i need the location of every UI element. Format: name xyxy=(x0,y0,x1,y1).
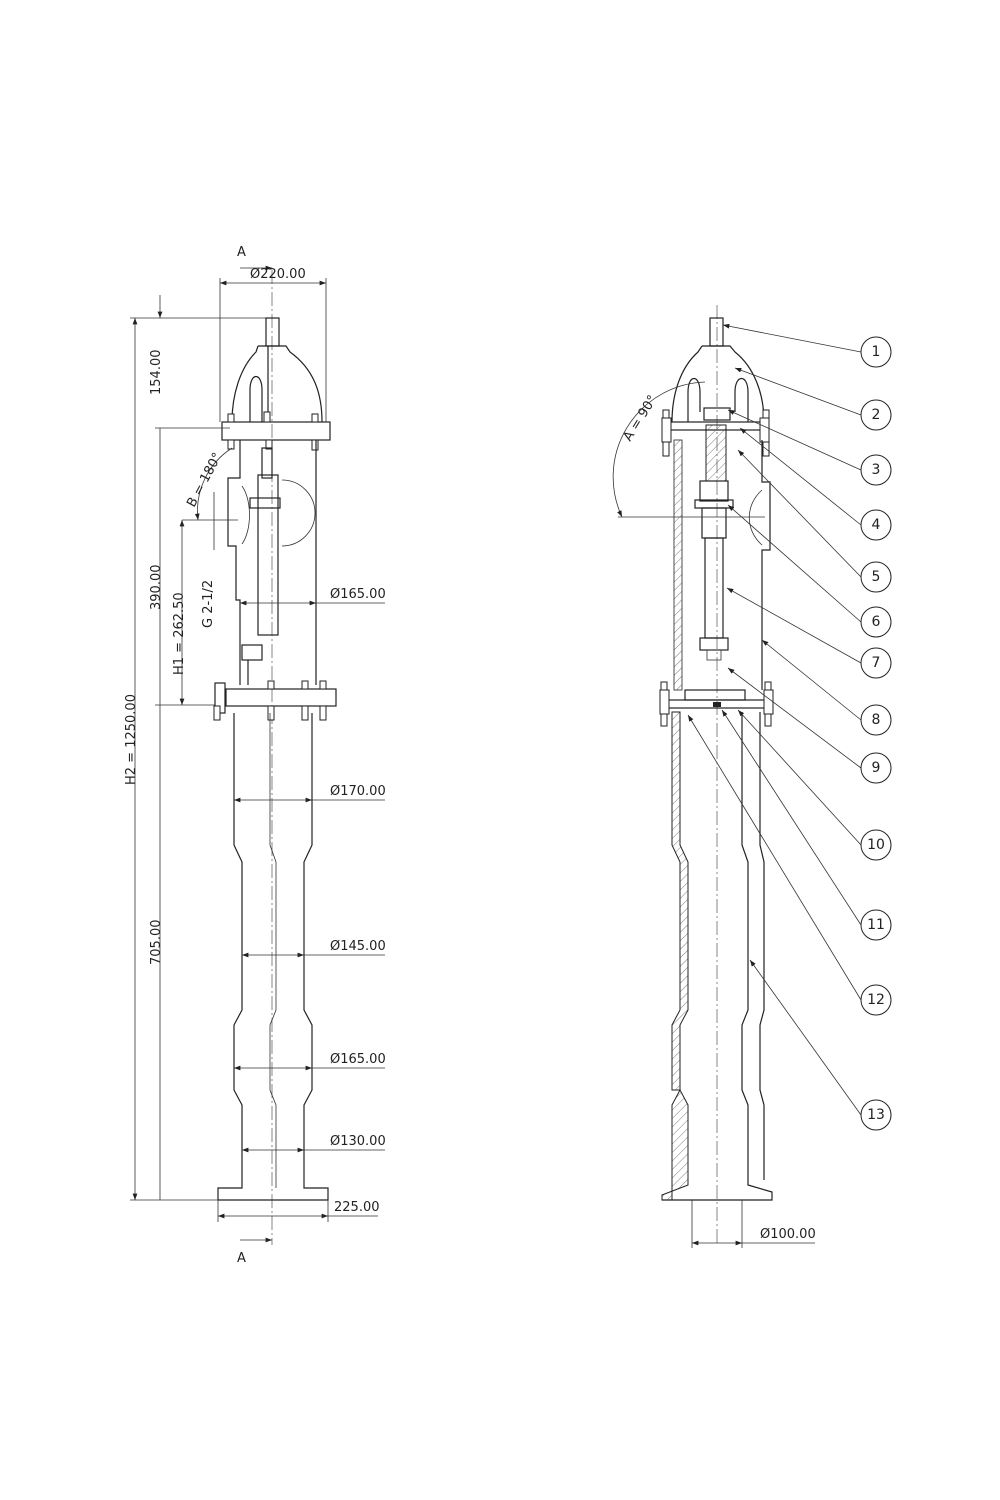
top-diameter-label: Ø220.00 xyxy=(250,267,306,282)
balloon-11 xyxy=(860,909,892,941)
base-width-label: 225.00 xyxy=(334,1200,380,1215)
leader-line xyxy=(726,587,862,664)
body-left-wall xyxy=(227,440,241,685)
spring xyxy=(705,424,727,482)
balloon-number: 8 xyxy=(872,712,881,728)
valve-stem xyxy=(257,474,279,636)
leader-line xyxy=(727,409,862,471)
middle-bolts xyxy=(213,680,327,721)
balloon-10 xyxy=(860,829,892,861)
stem xyxy=(709,317,724,347)
balloon-6 xyxy=(860,606,892,638)
section-marker-top: A xyxy=(237,245,246,260)
mid-pipe-diameter-label: Ø145.00 xyxy=(330,939,386,954)
top-bolts xyxy=(227,411,319,451)
middle-flange xyxy=(225,688,337,707)
balloon-number: 7 xyxy=(872,655,881,671)
balloon-number: 2 xyxy=(872,407,881,423)
balloon-number: 11 xyxy=(867,917,885,933)
body-wall-section xyxy=(673,439,683,691)
balloon-4 xyxy=(860,509,892,541)
upper-pipe-diameter-label: Ø170.00 xyxy=(330,784,386,799)
bonnet xyxy=(231,345,323,423)
spring xyxy=(261,447,273,479)
leader-line xyxy=(737,709,862,846)
leader-line xyxy=(721,709,862,926)
balloon-number: 13 xyxy=(867,1107,885,1123)
balloon-number: 5 xyxy=(872,569,881,585)
balloon-3 xyxy=(860,454,892,486)
balloon-8 xyxy=(860,704,892,736)
leader-line xyxy=(727,667,862,769)
outlet-thread-label: G 2-1/2 xyxy=(201,580,216,628)
leader-line xyxy=(734,367,862,416)
bottom-pipe-diameter-label: Ø130.00 xyxy=(330,1134,386,1149)
balloon-13 xyxy=(860,1099,892,1131)
balloon-5 xyxy=(860,561,892,593)
balloon-number: 4 xyxy=(872,517,881,533)
section-marker-bottom: A xyxy=(237,1251,246,1266)
balloon-7 xyxy=(860,647,892,679)
balloon-number: 10 xyxy=(867,837,885,853)
balloon-number: 1 xyxy=(872,344,881,360)
leader-line xyxy=(737,449,862,578)
leader-line xyxy=(687,714,862,1001)
height-top-label: 154.00 xyxy=(149,350,164,396)
leader-line xyxy=(727,504,862,623)
middle-bolts xyxy=(659,681,774,727)
outlet-angle-label: B = 180° xyxy=(184,450,225,509)
balloon-number: 3 xyxy=(872,462,881,478)
balloon-9 xyxy=(860,752,892,784)
body-diameter-label: Ø165.00 xyxy=(330,587,386,602)
standpipe-wall-section xyxy=(661,711,689,1201)
bore-diameter-label: Ø100.00 xyxy=(760,1227,816,1242)
outlet xyxy=(281,479,316,547)
balloon-2 xyxy=(860,399,892,431)
balloon-number: 6 xyxy=(872,614,881,630)
height-bottom-label: 705.00 xyxy=(149,920,164,966)
angle-label: A = 90° xyxy=(621,393,661,444)
dimensions: Ø220.00 A A 154.00 390.00 705.00 H2 = 12… xyxy=(124,245,386,1266)
front-view: Ø220.00 A A 154.00 390.00 705.00 H2 = 12… xyxy=(124,245,386,1266)
total-height-label: H2 = 1250.00 xyxy=(124,694,139,785)
leader-line xyxy=(739,427,862,526)
stem xyxy=(265,317,280,347)
balloon-1 xyxy=(860,336,892,368)
balloon-12 xyxy=(860,984,892,1016)
leader-line xyxy=(722,323,862,353)
balloon-number: 9 xyxy=(872,760,881,776)
outlet-height-label: H1 = 262.50 xyxy=(172,592,187,675)
top-flange xyxy=(221,421,331,441)
height-middle-label: 390.00 xyxy=(149,565,164,611)
leader-line xyxy=(761,639,862,721)
balloon-number: 12 xyxy=(867,992,885,1008)
lower-pipe-diameter-label: Ø165.00 xyxy=(330,1052,386,1067)
standpipe xyxy=(217,713,329,1201)
leader-line xyxy=(749,959,862,1116)
